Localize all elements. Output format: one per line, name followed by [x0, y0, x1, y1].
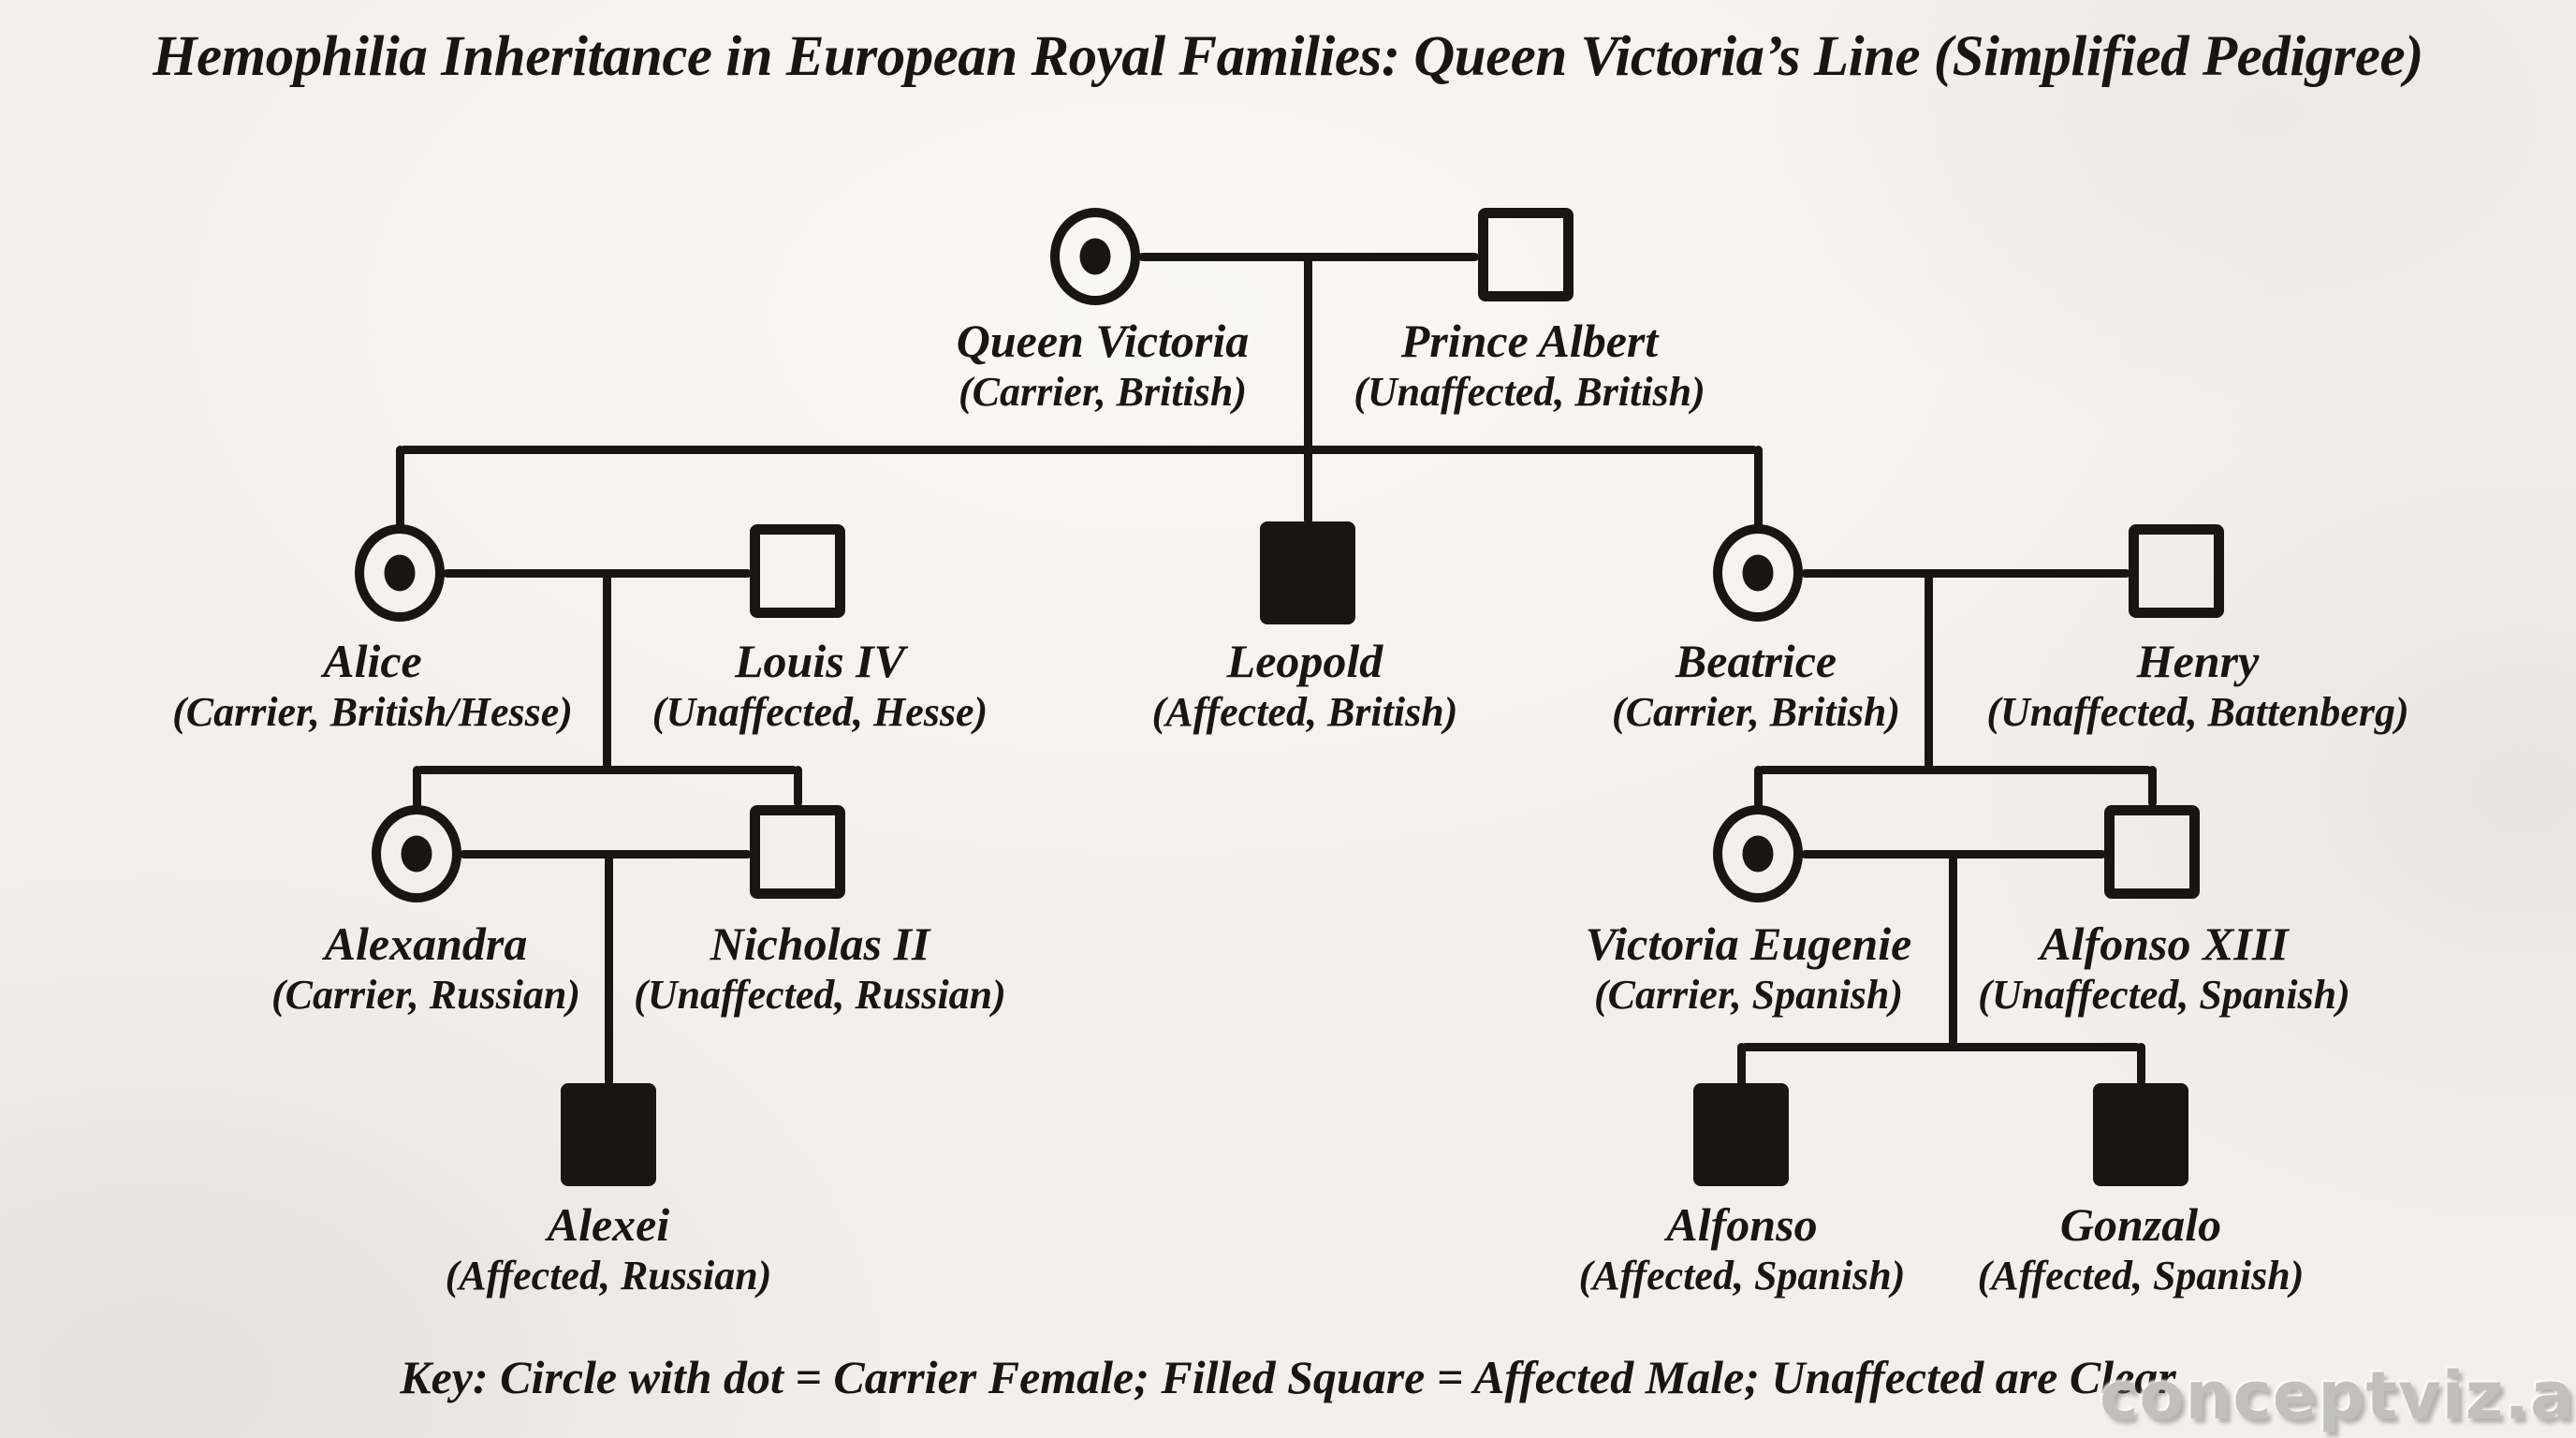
victoria-eugenie-name: Victoria Eugenie	[1585, 917, 1912, 970]
henry-label: Henry(Unaffected, Battenberg)	[1870, 635, 2525, 735]
ve-alfonso-descent-line	[1949, 854, 1957, 1050]
leopold-label: Leopold(Affected, British)	[977, 635, 1632, 735]
alfonso-status: (Affected, Spanish)	[1578, 1253, 1906, 1299]
leopold-name: Leopold	[1226, 635, 1383, 687]
watermark: conceptviz.app	[2100, 1357, 2576, 1434]
alfonso-drop-line	[1737, 1043, 1746, 1086]
alexei-name: Alexei	[547, 1198, 670, 1251]
prince-albert-name: Prince Albert	[1400, 315, 1659, 367]
alexei-descent-line	[605, 854, 613, 1086]
beatrice-henry-descent-line	[1925, 573, 1933, 773]
alexei-label: Alexei(Affected, Russian)	[281, 1198, 936, 1299]
alice-status: (Carrier, British/Hesse)	[172, 689, 573, 735]
gonzalo-label: Gonzalo(Affected, Spanish)	[1813, 1198, 2468, 1299]
alexandra-drop-line	[413, 766, 421, 809]
beatrice-symbol	[1713, 524, 1803, 622]
alice-name: Alice	[323, 635, 422, 687]
carrier-dot-icon	[1742, 554, 1774, 592]
alice-label: Alice(Carrier, British/Hesse)	[45, 635, 700, 735]
leopold-symbol	[1260, 521, 1355, 624]
queen-victoria-label: Queen Victoria(Carrier, British)	[775, 315, 1430, 415]
alice-louis-marriage-line	[443, 569, 752, 578]
henry-symbol	[2129, 524, 2224, 618]
gen3-right-sibling-bar	[1758, 766, 2152, 774]
alexei-status: (Affected, Russian)	[445, 1253, 772, 1299]
nicholas-ii-symbol	[750, 805, 845, 899]
prince-albert-symbol	[1478, 208, 1573, 301]
alexandra-symbol	[372, 805, 461, 902]
alfonso-xiii-drop-line	[2148, 766, 2157, 807]
henry-status: (Unaffected, Battenberg)	[1986, 689, 2409, 735]
key-note: Key: Circle with dot = Carrier Female; F…	[400, 1351, 2176, 1403]
alice-symbol	[355, 524, 445, 622]
alexandra-label: Alexandra(Carrier, Russian)	[98, 917, 754, 1018]
alice-louis-descent-line	[603, 573, 611, 773]
prince-albert-status: (Unaffected, British)	[1354, 369, 1705, 415]
victoria-eugenie-drop-line	[1754, 766, 1763, 809]
gonzalo-drop-line	[2137, 1043, 2145, 1086]
victoria-eugenie-label: Victoria Eugenie(Carrier, Spanish)	[1421, 917, 2076, 1018]
beatrice-status: (Carrier, British)	[1611, 689, 1901, 735]
alfonso-xiii-label: Alfonso XIII(Unaffected, Spanish)	[1837, 917, 2492, 1018]
alexandra-name: Alexandra	[324, 917, 528, 970]
queen-victoria-symbol	[1050, 208, 1140, 305]
victoria-eugenie-symbol	[1713, 805, 1803, 902]
alexandra-status: (Carrier, Russian)	[271, 972, 581, 1018]
gen4-sibling-bar	[1741, 1043, 2141, 1051]
alfonso-symbol	[1693, 1083, 1789, 1186]
gen2-sibling-bar	[400, 446, 1758, 454]
alfonso-xiii-status: (Unaffected, Spanish)	[1978, 972, 2350, 1018]
carrier-dot-icon	[1079, 238, 1111, 275]
louis-iv-symbol	[750, 524, 845, 618]
gen1-descent-line	[1304, 257, 1312, 453]
alexei-symbol	[561, 1083, 656, 1186]
alfonso-xiii-symbol	[2104, 805, 2200, 899]
beatrice-label: Beatrice(Carrier, British)	[1428, 635, 2084, 735]
beatrice-henry-marriage-line	[1801, 569, 2130, 578]
alfonso-xiii-name: Alfonso XIII	[2040, 917, 2289, 970]
gonzalo-name: Gonzalo	[2059, 1198, 2222, 1251]
beatrice-drop-line	[1754, 446, 1763, 528]
alice-drop-line	[396, 446, 404, 528]
carrier-dot-icon	[1742, 835, 1774, 873]
gonzalo-symbol	[2093, 1083, 2188, 1186]
nicholas-ii-name: Nicholas II	[710, 917, 930, 970]
louis-iv-label: Louis IV(Unaffected, Hesse)	[492, 635, 1148, 735]
carrier-dot-icon	[384, 554, 416, 592]
alfonso-label: Alfonso(Affected, Spanish)	[1414, 1198, 2070, 1299]
nicholas-ii-status: (Unaffected, Russian)	[634, 972, 1006, 1018]
henry-name: Henry	[2136, 635, 2260, 687]
louis-iv-status: (Unaffected, Hesse)	[651, 689, 988, 735]
queen-victoria-name: Queen Victoria	[956, 315, 1250, 367]
leopold-status: (Affected, British)	[1151, 689, 1458, 735]
prince-albert-label: Prince Albert(Unaffected, British)	[1202, 315, 1857, 415]
louis-iv-name: Louis IV	[734, 635, 905, 687]
beatrice-name: Beatrice	[1675, 635, 1837, 687]
nicholas-drop-line	[794, 766, 802, 807]
page-title: Hemophilia Inheritance in European Royal…	[153, 25, 2423, 88]
queen-victoria-status: (Carrier, British)	[958, 369, 1248, 415]
gonzalo-status: (Affected, Spanish)	[1977, 1253, 2305, 1299]
victoria-eugenie-status: (Carrier, Spanish)	[1593, 972, 1904, 1018]
nicholas-ii-label: Nicholas II(Unaffected, Russian)	[492, 917, 1148, 1018]
carrier-dot-icon	[401, 835, 432, 873]
alfonso-name: Alfonso	[1666, 1198, 1818, 1251]
leopold-drop-line	[1304, 446, 1312, 524]
